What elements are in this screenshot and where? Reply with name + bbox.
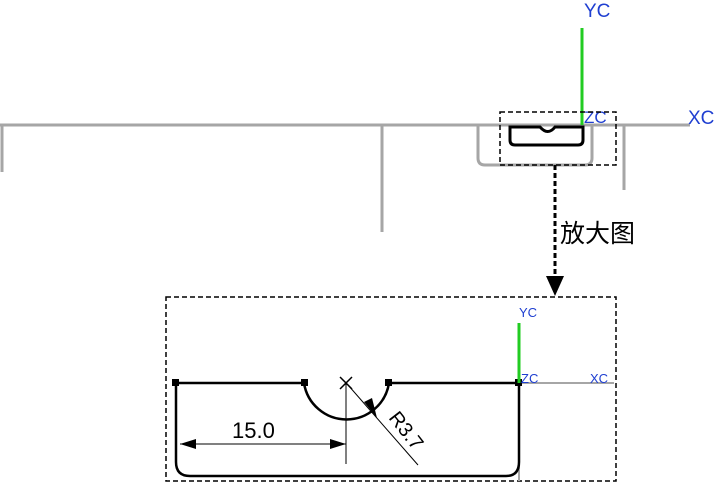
- linear-dim-arrow-right: [330, 439, 346, 449]
- zoom-region-box: [499, 111, 617, 166]
- magnify-callout: 放大图: [546, 165, 635, 296]
- detail-y-label: YC: [519, 305, 537, 320]
- linear-dim-arrow-left: [180, 439, 196, 449]
- callout-label: 放大图: [560, 219, 635, 248]
- linear-dimension-value: 15.0: [232, 418, 275, 443]
- detail-view: 15.0 R3.7 YC ZC XC: [165, 296, 617, 482]
- detail-sketch-profile: [174, 381, 521, 478]
- radius-dim-arrow: [364, 398, 377, 418]
- overview-sketch-profile: [508, 125, 585, 147]
- detail-frame: [165, 296, 617, 482]
- detail-x-label: XC: [590, 371, 608, 386]
- vertex-arc-left: [301, 379, 308, 386]
- overview-z-label: ZC: [584, 108, 607, 127]
- vertex-left: [172, 379, 179, 386]
- detail-z-label: ZC: [521, 371, 538, 386]
- overview-y-label: YC: [584, 1, 610, 22]
- radius-dimension-value: R3.7: [384, 408, 427, 455]
- radius-dim-leader: [347, 384, 419, 466]
- overview-x-label: XC: [688, 108, 714, 129]
- vertex-arc-right: [385, 379, 392, 386]
- callout-arrow-head: [546, 276, 564, 296]
- overview-view: YC ZC XC: [0, 1, 714, 232]
